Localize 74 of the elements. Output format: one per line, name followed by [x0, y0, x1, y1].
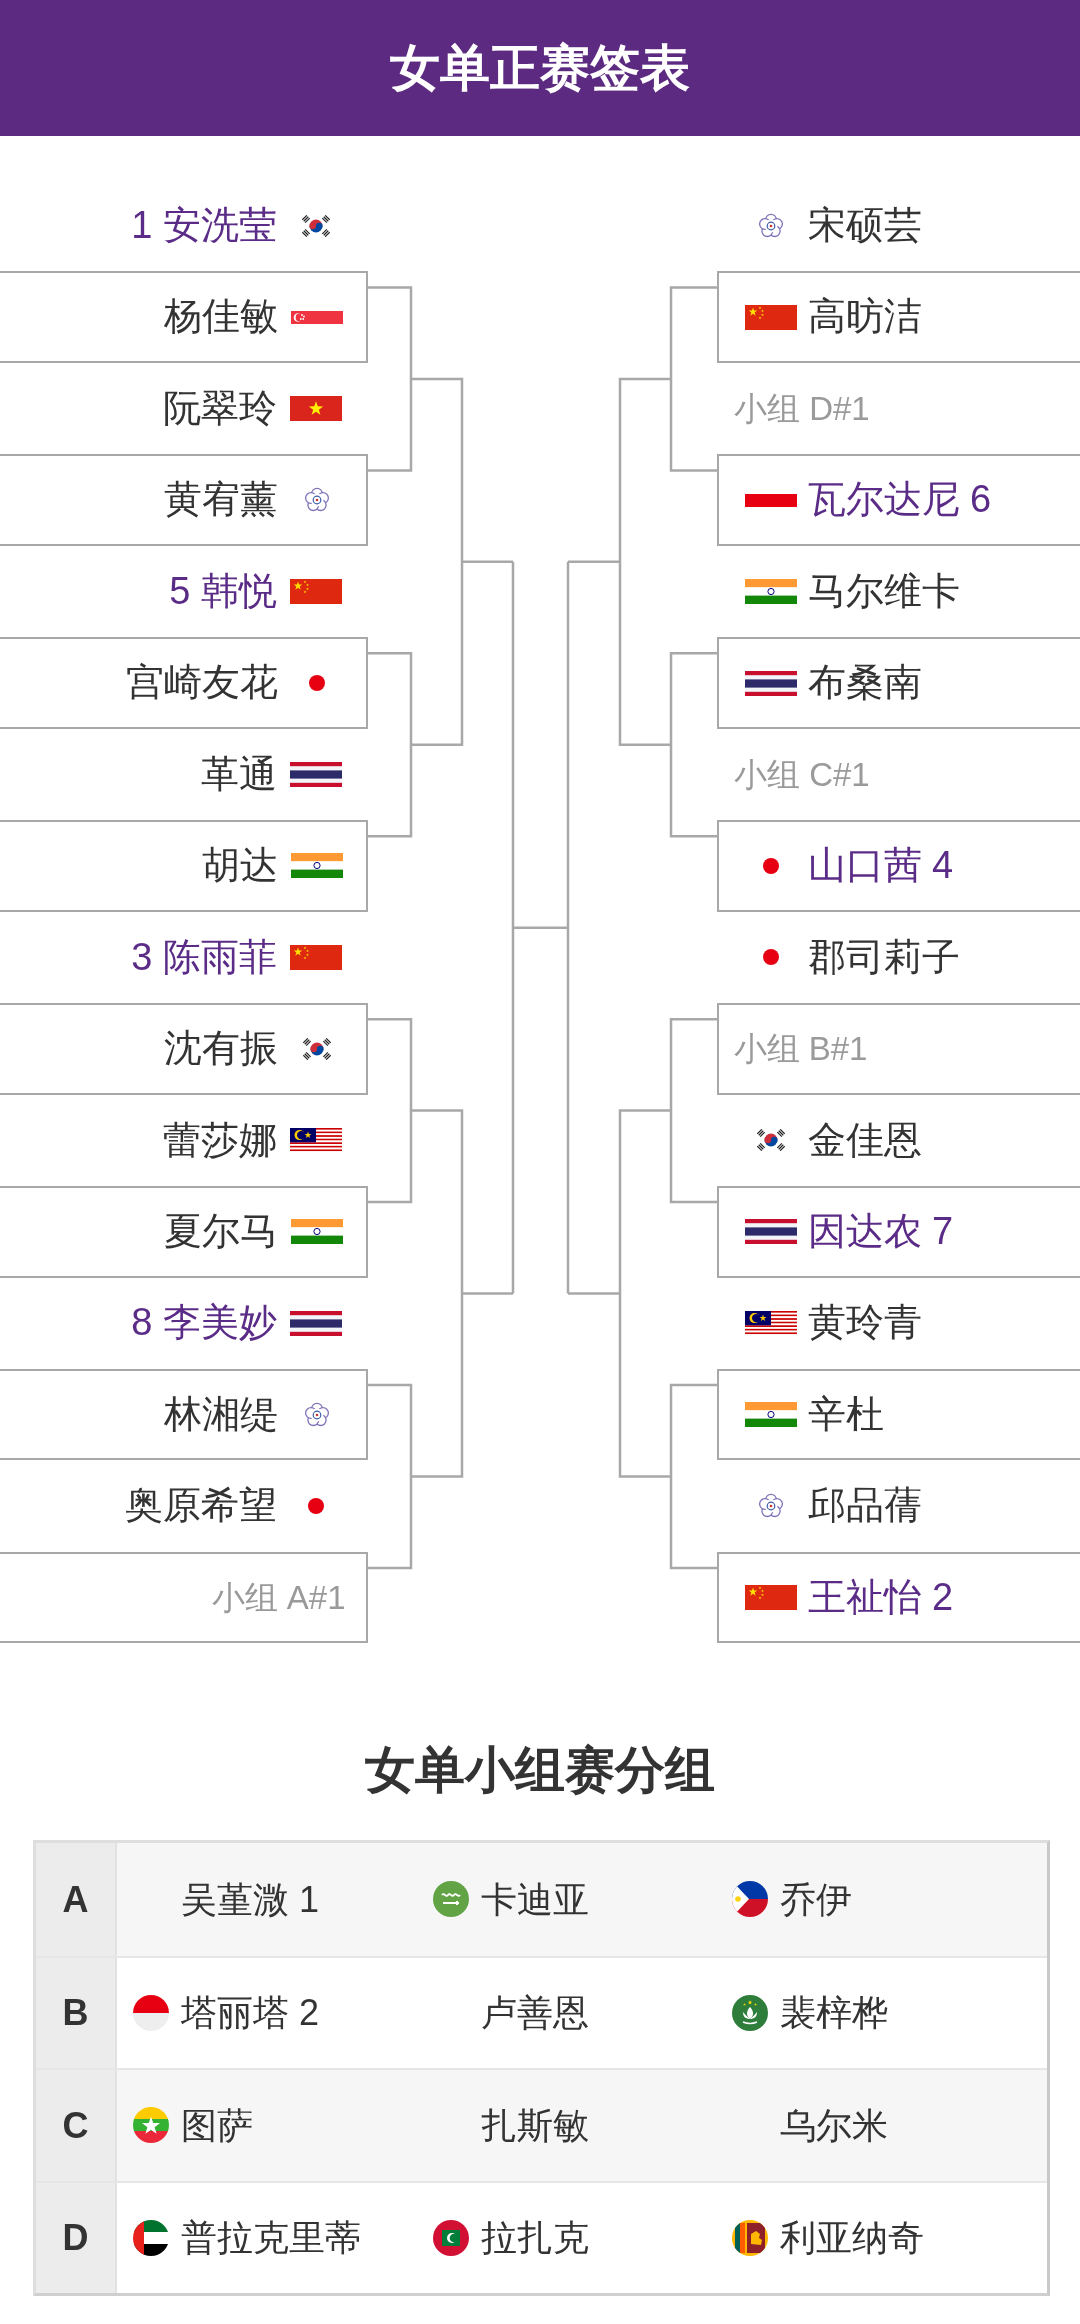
player-name: 裴梓桦 [780, 1991, 888, 2035]
title: 女单正赛签表 [390, 39, 690, 98]
entry-box [717, 271, 1080, 363]
player-name: 因达农 7 [807, 1208, 954, 1254]
entry-box [0, 637, 368, 729]
player-name: 夏尔马 [163, 1208, 278, 1254]
player-name: 塔丽塔 2 [181, 1991, 320, 2035]
player-name: 瓦尔达尼 6 [807, 477, 992, 523]
row-header: A [36, 1843, 117, 1956]
bracket-connector [368, 652, 413, 838]
player-name: 扎斯敏 [481, 2103, 589, 2147]
player-name: 黄玲青 [808, 1300, 922, 1346]
qualifier-label: 小组 C#1 [734, 754, 870, 795]
player-name: 辛杜 [807, 1391, 884, 1437]
player-name: 拉扎克 [481, 2216, 589, 2260]
player-name: 蕾莎娜 [163, 1117, 277, 1163]
player-name: 宋硕芸 [808, 202, 922, 248]
row-header: C [36, 2070, 117, 2181]
entry-box [717, 1003, 1080, 1095]
player-name: 卢善恩 [481, 1991, 589, 2035]
bracket-connector [368, 1383, 413, 1570]
section-title: 女单小组赛分组 [365, 1741, 715, 1800]
entry-box [0, 1551, 368, 1644]
player-name: 郡司莉子 [808, 934, 960, 980]
entry-box [717, 1186, 1080, 1278]
bracket-connector [669, 652, 717, 838]
bracket-connector [669, 286, 717, 472]
bracket-connector [669, 1017, 717, 1204]
player-name: 高昉洁 [807, 294, 922, 340]
player-name: 林湘缇 [163, 1391, 278, 1437]
player-name: 普拉克里蒂 [181, 2216, 361, 2260]
player-name: 1 安洗莹 [131, 202, 277, 248]
player-name: 吴堇溦 1 [181, 1877, 320, 1921]
entry-box [0, 820, 368, 912]
player-name: 乌尔米 [780, 2103, 888, 2147]
player-name: 布桑南 [807, 660, 922, 706]
entry-box [717, 637, 1080, 729]
player-name: 奥原希望 [125, 1483, 277, 1529]
entry-box [0, 1003, 368, 1095]
player-name: 山口茜 4 [807, 843, 954, 889]
bracket-connector [368, 286, 413, 472]
bracket-connector [368, 1017, 413, 1204]
player-name: 王祉怡 2 [807, 1574, 954, 1620]
entry-box [0, 271, 368, 363]
entry-box [0, 1186, 368, 1278]
player-name: 3 陈雨菲 [131, 934, 277, 980]
entry-box [0, 454, 368, 546]
entry-box [717, 1551, 1080, 1644]
player-name: 8 李美妙 [131, 1300, 277, 1346]
qualifier-label: 小组 A#1 [211, 1577, 346, 1618]
entry-box [717, 820, 1080, 912]
player-name: 沈有振 [163, 1026, 278, 1072]
entry-box [0, 1368, 368, 1461]
entry-box [717, 454, 1080, 546]
player-name: 利亚纳奇 [780, 2216, 924, 2260]
player-name: 金佳恩 [808, 1117, 922, 1163]
row-header: D [36, 2182, 117, 2293]
player-name: 卡迪亚 [481, 1877, 589, 1921]
row-header: B [36, 1957, 117, 2068]
entry-box [717, 1368, 1080, 1461]
player-name: 胡达 [201, 843, 278, 889]
bracket-connector [669, 1383, 717, 1570]
player-name: 黄宥薰 [163, 477, 278, 523]
player-name: 5 韩悦 [169, 568, 277, 614]
player-name: 阮翠玲 [163, 385, 277, 431]
player-name: 宫崎友花 [125, 660, 278, 706]
player-name: 马尔维卡 [808, 568, 960, 614]
player-name: 图萨 [181, 2103, 253, 2147]
player-name: 革通 [201, 751, 277, 797]
qualifier-label: 小组 D#1 [734, 388, 870, 429]
player-name: 邱品蒨 [808, 1483, 922, 1529]
player-name: 杨佳敏 [163, 294, 278, 340]
player-name: 乔伊 [780, 1877, 852, 1921]
qualifier-label: 小组 B#1 [733, 1029, 868, 1069]
